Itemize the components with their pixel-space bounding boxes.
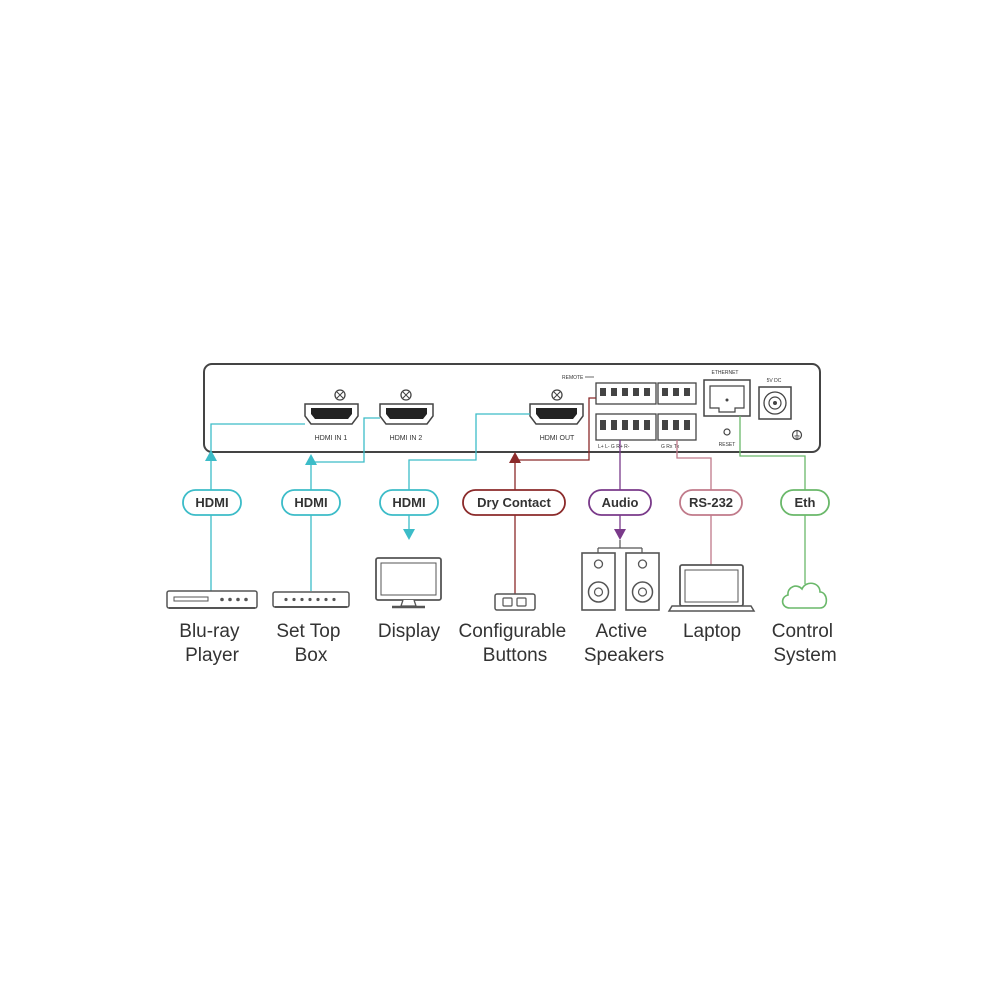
device-labels: Blu-ray Player Set Top Box Display Confi… (179, 621, 839, 666)
device-label-blu-ray: Blu-ray Player (179, 621, 244, 666)
pill-dry-contact: Dry Contact (462, 489, 566, 516)
svg-text:RS-232: RS-232 (689, 495, 733, 510)
remote-label: REMOTE (562, 375, 584, 381)
hdmi-in-1-label: HDMI IN 1 (315, 435, 348, 442)
device-label-set-top-box: Set Top Box (276, 621, 345, 666)
hdmi-in-1-port: HDMI IN 1 (304, 389, 359, 442)
svg-text:HDMI: HDMI (392, 495, 425, 510)
audio-rs232-terminal-block: L+ L- G R+ R- G Rx Tx (595, 413, 697, 450)
pill-eth: Eth (780, 489, 830, 516)
svg-text:HDMI: HDMI (195, 495, 228, 510)
hdmi-out-label: HDMI OUT (540, 435, 575, 442)
power-label: 5V DC (767, 378, 782, 384)
audio-terminal-label: L+ L- G R+ R- (598, 444, 630, 450)
rs232-terminal-label: G Rx Tx (661, 444, 680, 450)
reset-label: RESET (719, 442, 736, 448)
device-label-control-system: Control System (772, 621, 839, 666)
cable-eth (739, 416, 806, 584)
blu-ray-player-icon (166, 590, 258, 609)
connection-labels: HDMI HDMI HDMI Dry Contact Audio RS-232 … (182, 489, 830, 516)
set-top-box-icon (272, 591, 350, 608)
pill-audio: Audio (588, 489, 652, 516)
remote-terminal-block (595, 382, 697, 405)
cable-blu-ray (210, 423, 305, 591)
laptop-icon (667, 564, 756, 612)
hdmi-in-2-port: HDMI IN 2 (379, 389, 434, 442)
device-label-speakers: Active Speakers (584, 621, 664, 666)
buttons-icon (494, 593, 536, 611)
hdmi-out-port: HDMI OUT (529, 389, 584, 442)
ethernet-label: ETHERNET (712, 370, 739, 376)
pill-hdmi-3: HDMI (379, 489, 439, 516)
device-label-display: Display (378, 621, 441, 642)
device-label-laptop: Laptop (683, 621, 741, 642)
svg-text:Dry Contact: Dry Contact (477, 495, 551, 510)
pill-hdmi-1: HDMI (182, 489, 242, 516)
cloud-icon (781, 582, 828, 609)
svg-text:Eth: Eth (795, 495, 816, 510)
svg-text:Audio: Audio (602, 495, 639, 510)
hdmi-in-2-label: HDMI IN 2 (390, 435, 423, 442)
power-port: 5V DC (758, 378, 803, 441)
ethernet-port: ETHERNET RESET (703, 370, 751, 448)
cable-display (408, 413, 530, 530)
speakers-icon (581, 540, 660, 611)
pill-rs232: RS-232 (679, 489, 743, 516)
switcher-device: HDMI IN 1 HDMI IN 2 HDMI OUT REMOTE (203, 363, 821, 453)
device-label-buttons: Configurable Buttons (458, 621, 571, 666)
pill-hdmi-2: HDMI (281, 489, 341, 516)
display-icon (375, 557, 442, 609)
svg-text:HDMI: HDMI (294, 495, 327, 510)
